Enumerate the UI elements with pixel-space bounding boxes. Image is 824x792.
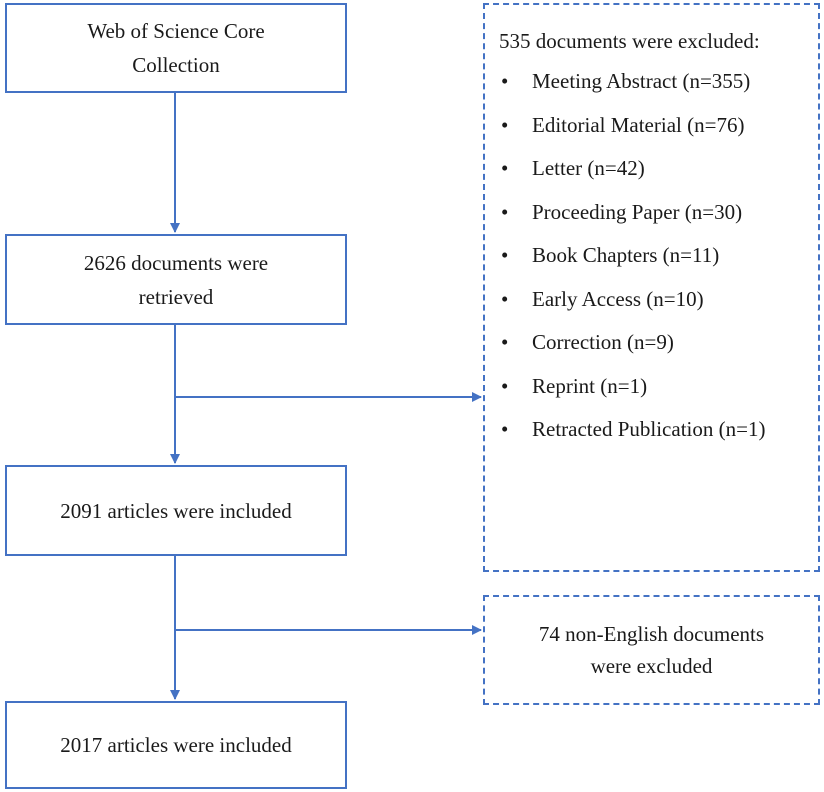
list-item: • Book Chapters (n=11) xyxy=(499,239,818,296)
list-item-label: Editorial Material (n=76) xyxy=(532,112,745,137)
exclusion-1-list: • Meeting Abstract (n=355) • Editorial Mat… xyxy=(499,65,818,470)
list-item-label: Book Chapters (n=11) xyxy=(532,243,720,267)
bullet-icon: • xyxy=(501,286,509,311)
exclusion-1-heading: 535 documents were excluded: xyxy=(499,29,760,53)
bullet-icon: • xyxy=(501,243,509,267)
source-box: Web of Science Core Collection xyxy=(5,3,347,93)
list-item: • Early Access (n=10) xyxy=(499,283,818,340)
list-item-label: Meeting Abstract (n=355) xyxy=(532,69,751,93)
exclusion-box-1: 535 documents were excluded: • Meeting Ab… xyxy=(483,3,820,572)
source-line-2: Collection xyxy=(132,53,220,77)
retrieved-line-1: 2626 documents were xyxy=(83,250,269,275)
list-item: • Proceeding Paper (n=30) xyxy=(499,196,818,253)
list-item-label: Early Access (n=10) xyxy=(532,286,704,311)
list-item-label: Retracted Publication (n=1) xyxy=(532,417,766,441)
list-item: • Letter (n=42) xyxy=(499,152,818,209)
list-item-label: Letter (n=42) xyxy=(532,156,645,180)
bullet-icon: • xyxy=(501,330,509,354)
bullet-icon: • xyxy=(501,417,509,441)
list-item: • Correction (n=9) xyxy=(499,326,818,383)
exclusion-2-line-2: were excluded xyxy=(590,654,713,678)
list-item-label: Correction (n=9) xyxy=(532,330,674,354)
exclusion-box-2: 74 non-English documents were excluded xyxy=(483,595,820,705)
bullet-icon: • xyxy=(501,156,509,180)
included-1-text: 2091 articles were included xyxy=(60,498,292,523)
source-line-1: Web of Science Core xyxy=(87,19,265,43)
included-box-2: 2017 articles were included xyxy=(5,701,347,789)
exclusion-2-line-1: 74 non-English documents xyxy=(538,622,765,646)
bullet-icon: • xyxy=(501,69,509,93)
list-item: • Editorial Material (n=76) xyxy=(499,109,818,166)
list-item-label: Proceeding Paper (n=30) xyxy=(532,199,743,224)
list-item: • Meeting Abstract (n=355) xyxy=(499,65,818,122)
list-item: • Retracted Publication (n=1) xyxy=(499,413,818,470)
bullet-icon: • xyxy=(501,112,509,137)
included-2-text: 2017 articles were included xyxy=(60,733,292,757)
list-item-label: Reprint (n=1) xyxy=(532,373,648,398)
bullet-icon: • xyxy=(501,373,509,398)
bullet-icon: • xyxy=(501,199,509,224)
retrieved-box: 2626 documents were retrieved xyxy=(5,234,347,325)
list-item: • Reprint (n=1) xyxy=(499,370,818,427)
included-box-1: 2091 articles were included xyxy=(5,465,347,556)
retrieved-line-2: retrieved xyxy=(138,284,214,309)
